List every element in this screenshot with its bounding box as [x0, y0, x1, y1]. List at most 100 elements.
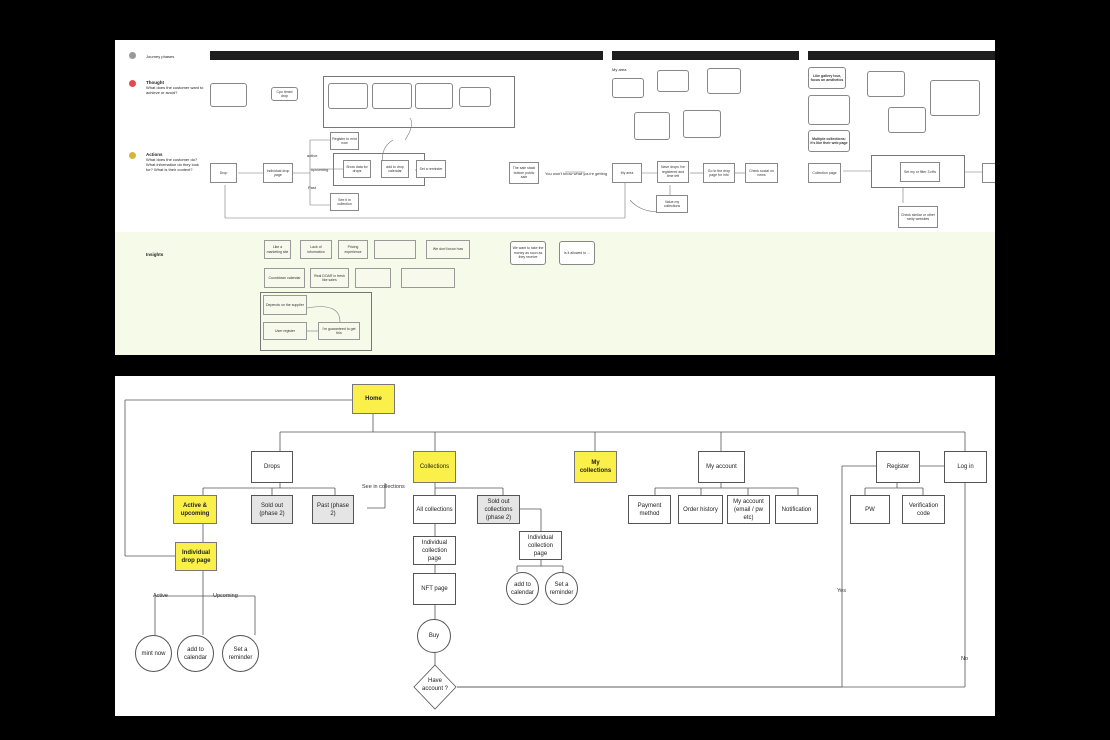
node-add-calendar-2: add to calendar: [506, 572, 539, 605]
insight-6: We want to take the money as soon as the…: [510, 241, 546, 265]
thought-sub: What does the customer want to achieve o…: [146, 85, 204, 95]
row-label-insights: Insights: [146, 252, 164, 257]
insight-7: Is it allowed to ...: [559, 241, 595, 265]
insight-3: Pricing experience: [338, 240, 368, 259]
node-my-collections: My collections: [574, 451, 617, 483]
action-frame-2: [871, 155, 965, 188]
action-go-to-drop: Go to the drop page for info: [703, 163, 735, 183]
thought-bubble-12: Like gallery tour, focus on aesthetics: [808, 67, 846, 89]
thought-bubble-17: Multiple collections: it's like their we…: [808, 130, 850, 152]
thought-bubble-6: [459, 87, 491, 107]
insight-2: Lack of information: [300, 240, 332, 259]
insight-13: User register: [263, 322, 307, 340]
insights-band: [115, 232, 995, 355]
sitemap-connectors: [124, 399, 966, 688]
node-payment: Payment method: [628, 495, 671, 524]
node-active-upcoming: Active & upcoming: [173, 495, 217, 524]
action-note-not-know: You won't know what you're getting: [545, 171, 608, 176]
phase-bar-1: [210, 51, 603, 60]
node-individual-drop: Individual drop page: [175, 542, 217, 571]
action-register-mint: Register to mint now: [330, 132, 359, 150]
action-reminder: Set a reminder: [416, 160, 446, 178]
node-past: Past (phase 2): [312, 495, 354, 524]
thought-bubble-5: [415, 83, 453, 109]
node-my-account-detail: My account (email / pw etc): [727, 495, 770, 524]
node-individual-collection: Individual collection page: [413, 536, 456, 565]
edge-label-no: No: [961, 656, 969, 662]
thought-bubble-1: [210, 83, 247, 107]
thought-bubble-10: [634, 112, 670, 140]
edge-label-upcoming: upcoming: [311, 167, 329, 172]
node-collections: Collections: [413, 451, 456, 483]
node-have-account: Have account ?: [421, 678, 449, 692]
node-reminder-2: Set a reminder: [545, 572, 578, 605]
node-reminder: Set a reminder: [222, 635, 259, 672]
action-drop: Drop: [210, 163, 237, 183]
thought-title: Thought: [146, 80, 164, 85]
actions-title: Actions: [146, 152, 163, 157]
insight-connectors: [306, 306, 341, 332]
action-show-data: Show data for drops: [343, 160, 371, 178]
thought-bubble-8: [657, 70, 689, 92]
node-verification: Verification code: [902, 495, 945, 524]
have-account-diamond: [413, 664, 457, 710]
node-sold-out-drops: Sold out (phase 2): [251, 495, 293, 524]
insight-8: Countdown calendar: [264, 268, 305, 288]
node-pw: PW: [850, 495, 890, 524]
journey-connectors: [224, 117, 982, 219]
thought-bubble-7: [612, 78, 644, 98]
row-label-thought: Thought What does the customer want to a…: [146, 80, 206, 95]
sitemap-board: Home Drops Collections My collections My…: [115, 376, 995, 716]
node-individual-collection-2: Individual collection page: [519, 531, 562, 560]
insight-14: I'm guaranteed to get this: [318, 322, 360, 340]
phases-icon: [129, 52, 136, 59]
edge-label-active: active: [307, 153, 318, 158]
edge-label-yes: Yes: [837, 588, 846, 594]
thought-bubble-11: [683, 110, 721, 138]
node-mint-now: mint now: [135, 635, 172, 672]
thought-bubble-9: [707, 68, 741, 94]
action-check-social: Check social on news: [745, 163, 778, 183]
action-cutoff: [982, 163, 995, 183]
section-label: My area: [612, 67, 627, 72]
action-nave-drops: Nave drops i've registered and time left: [657, 161, 689, 183]
action-collection-page: Collection page: [808, 163, 841, 183]
action-individual-drop: Individual drop page: [263, 163, 293, 183]
node-register: Register: [876, 451, 920, 483]
action-set-filter: Set my or filter 3 nfts: [900, 162, 940, 182]
actions-icon: [129, 152, 136, 159]
thought-bubble-15: [930, 80, 980, 116]
thought-bubble-16: [888, 107, 926, 133]
insight-4: [374, 240, 416, 259]
thought-frame: [323, 76, 515, 128]
node-add-calendar: add to calendar: [177, 635, 214, 672]
action-check-similar: Check similar or other rarity websites: [898, 206, 938, 228]
action-value-collections: Value my collections: [656, 195, 688, 213]
node-order-history: Order history: [678, 495, 723, 524]
insight-frame: [260, 292, 372, 351]
journey-map-board: Journey phases Thought What does the cus…: [115, 40, 995, 355]
node-my-account: My account: [698, 451, 745, 483]
node-drops: Drops: [251, 451, 293, 483]
insight-5: We don't know how: [426, 240, 470, 259]
thought-bubble-13: [867, 71, 905, 97]
action-see-in-collection: See it in collection: [330, 193, 359, 211]
edge-label-active: Active: [153, 593, 168, 599]
thought-bubble-2: Cpu timed drop: [271, 87, 298, 101]
action-add-calendar: add to drop calendar: [381, 160, 409, 178]
row-label-phases: Journey phases: [146, 54, 175, 59]
phase-bar-3: [808, 51, 995, 60]
thought-bubble-3: [328, 83, 368, 109]
action-my-area: My area: [612, 163, 642, 183]
actions-sub: What does the customer do? What informat…: [146, 157, 199, 172]
thought-bubble-4: [372, 83, 412, 109]
node-notification: Notification: [775, 495, 818, 524]
row-label-actions: Actions What does the customer do? What …: [146, 152, 206, 172]
node-nft-page: NFT page: [413, 573, 456, 605]
phase-bar-2: [612, 51, 799, 60]
insight-10: [355, 268, 391, 288]
insight-9: Real DOAR in fresh like sales: [310, 268, 349, 288]
node-sold-out-collections: Sold out collections (phase 2): [477, 495, 520, 524]
node-home: Home: [352, 384, 395, 414]
insight-12: Depends on the supplier: [263, 295, 307, 315]
